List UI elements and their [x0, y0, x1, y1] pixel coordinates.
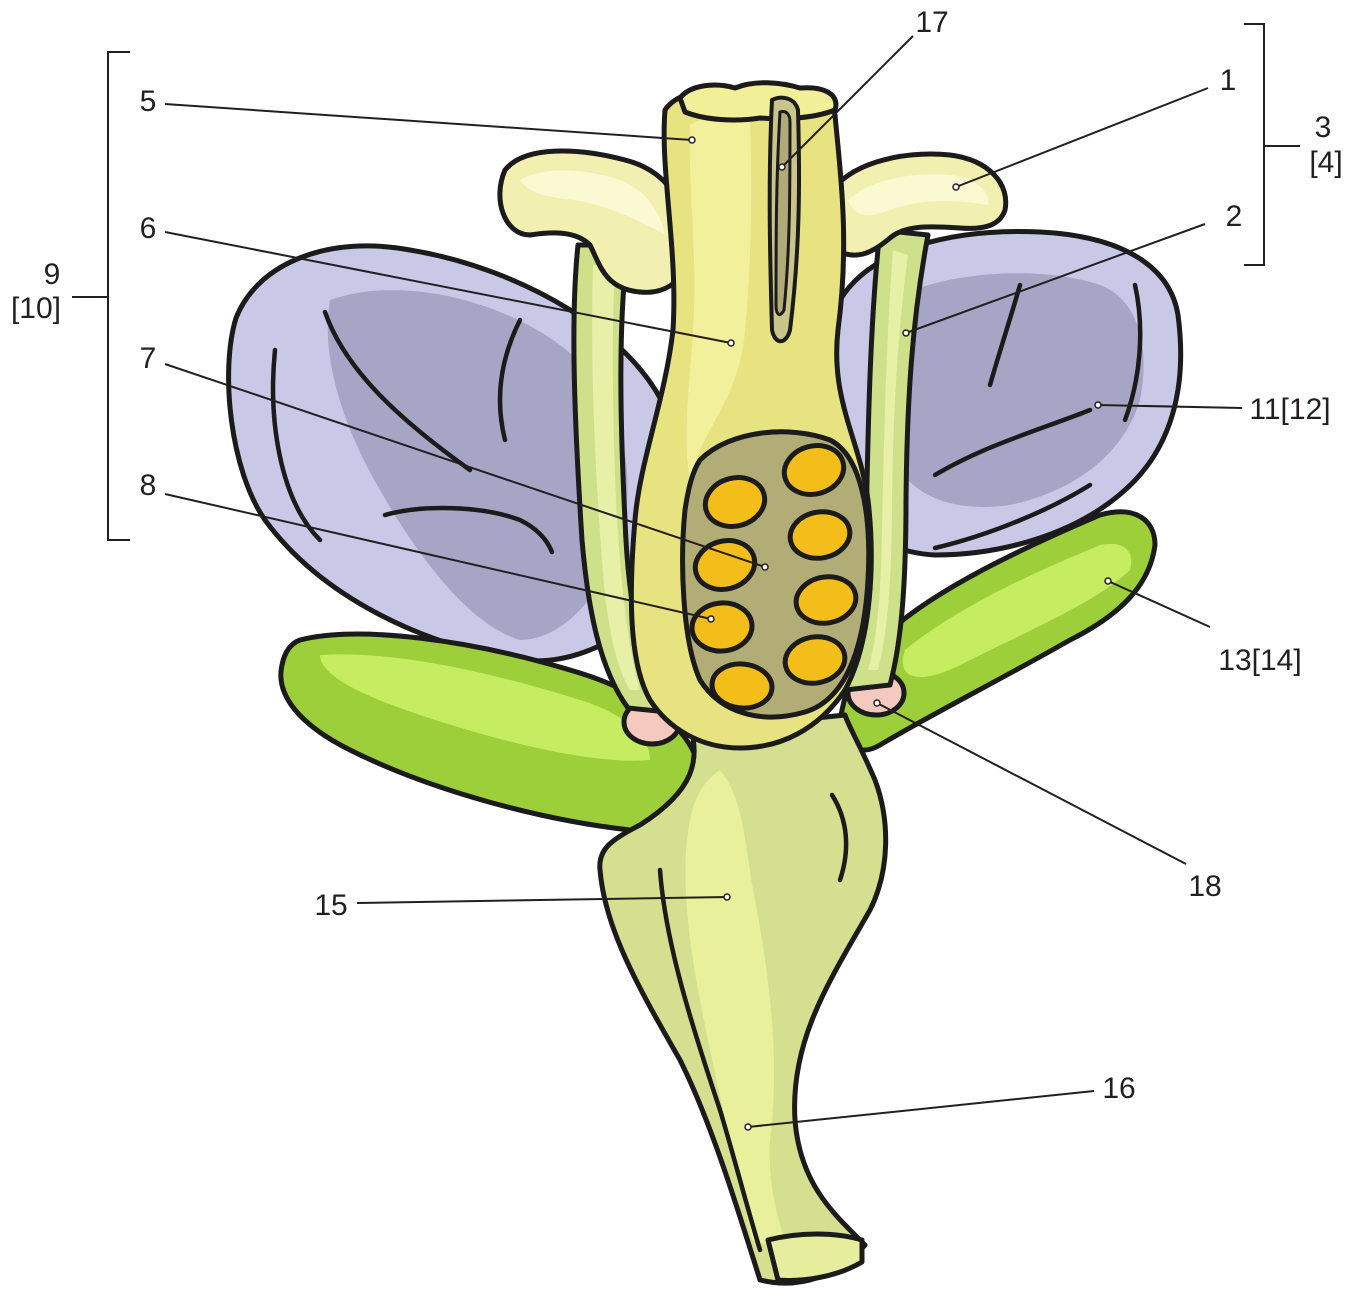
label-13: 13[14]	[1218, 644, 1301, 677]
leader-5	[165, 104, 692, 140]
leader-16	[748, 1091, 1094, 1127]
label-15: 15	[314, 889, 347, 922]
ovule	[690, 600, 754, 653]
leader-18	[877, 703, 1186, 864]
label-8: 8	[140, 469, 157, 502]
label-10: [10]	[11, 292, 61, 325]
label-4: [4]	[1309, 146, 1342, 179]
label-7: 7	[140, 342, 157, 375]
label-3: 3	[1315, 111, 1332, 144]
leader-1	[956, 88, 1208, 187]
label-17: 17	[915, 6, 948, 39]
label-5: 5	[140, 85, 157, 118]
label-11: 11[12]	[1249, 393, 1330, 426]
label-1: 1	[1220, 64, 1237, 97]
label-18: 18	[1188, 870, 1221, 903]
label-6: 6	[140, 212, 157, 245]
bracket-stamen	[1244, 24, 1300, 265]
label-9: 9	[44, 258, 61, 291]
bracket-pistil	[72, 52, 130, 540]
label-16: 16	[1102, 1072, 1135, 1105]
label-2: 2	[1226, 200, 1243, 233]
